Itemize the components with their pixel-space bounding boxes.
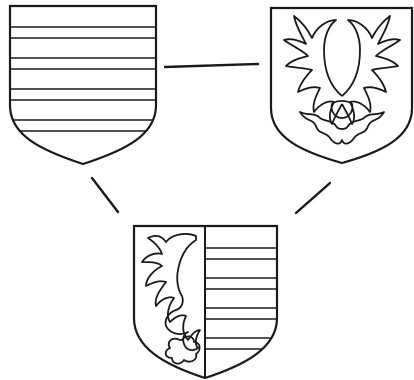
shield-barry (8, 6, 158, 164)
shield-barry-field (10, 6, 156, 164)
connector-antlers-combined (296, 183, 330, 213)
connector-barry-antlers (165, 64, 258, 67)
shield-combined (134, 226, 279, 378)
shield-antlers (271, 8, 412, 163)
connector-barry-combined (92, 178, 118, 212)
